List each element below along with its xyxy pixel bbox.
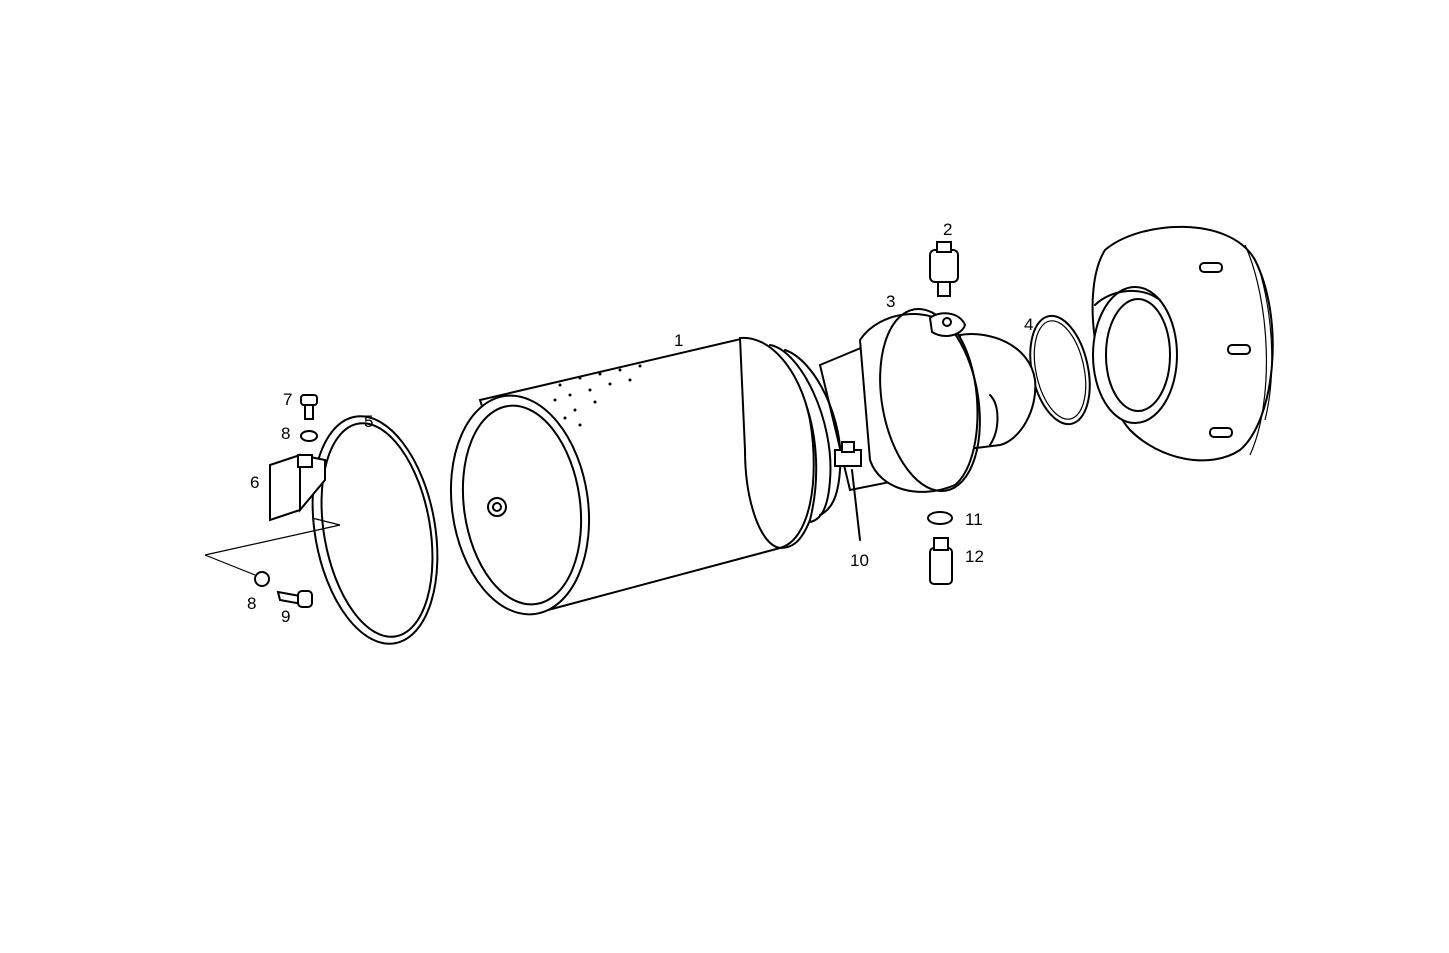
perforation-dots [553, 364, 642, 427]
callout-8: 8 [247, 594, 257, 613]
valve [929, 537, 953, 585]
bolt [300, 394, 318, 420]
filter-housing [818, 308, 1037, 493]
washer [254, 571, 270, 587]
callout-7: 7 [283, 390, 293, 409]
callout-1: 1 [674, 331, 684, 350]
bolt [276, 590, 313, 608]
callout-2: 2 [943, 220, 953, 239]
gasket-ring [311, 415, 439, 645]
filter-canister [449, 336, 842, 616]
callout-3: 3 [886, 292, 896, 311]
callout-4: 4 [1024, 315, 1034, 334]
callout-6: 6 [250, 473, 260, 492]
clamp [834, 441, 862, 541]
bracket [269, 453, 326, 522]
callout-10: 10 [850, 551, 869, 570]
callout-5: 5 [364, 412, 374, 431]
callout-11: 11 [965, 510, 983, 529]
service-indicator [929, 241, 959, 297]
washer [300, 430, 318, 442]
washer [927, 511, 953, 525]
air-cleaner-cover [1091, 225, 1274, 462]
callout-8: 8 [281, 424, 291, 443]
callout-12: 12 [965, 547, 984, 566]
callout-9: 9 [281, 607, 291, 626]
